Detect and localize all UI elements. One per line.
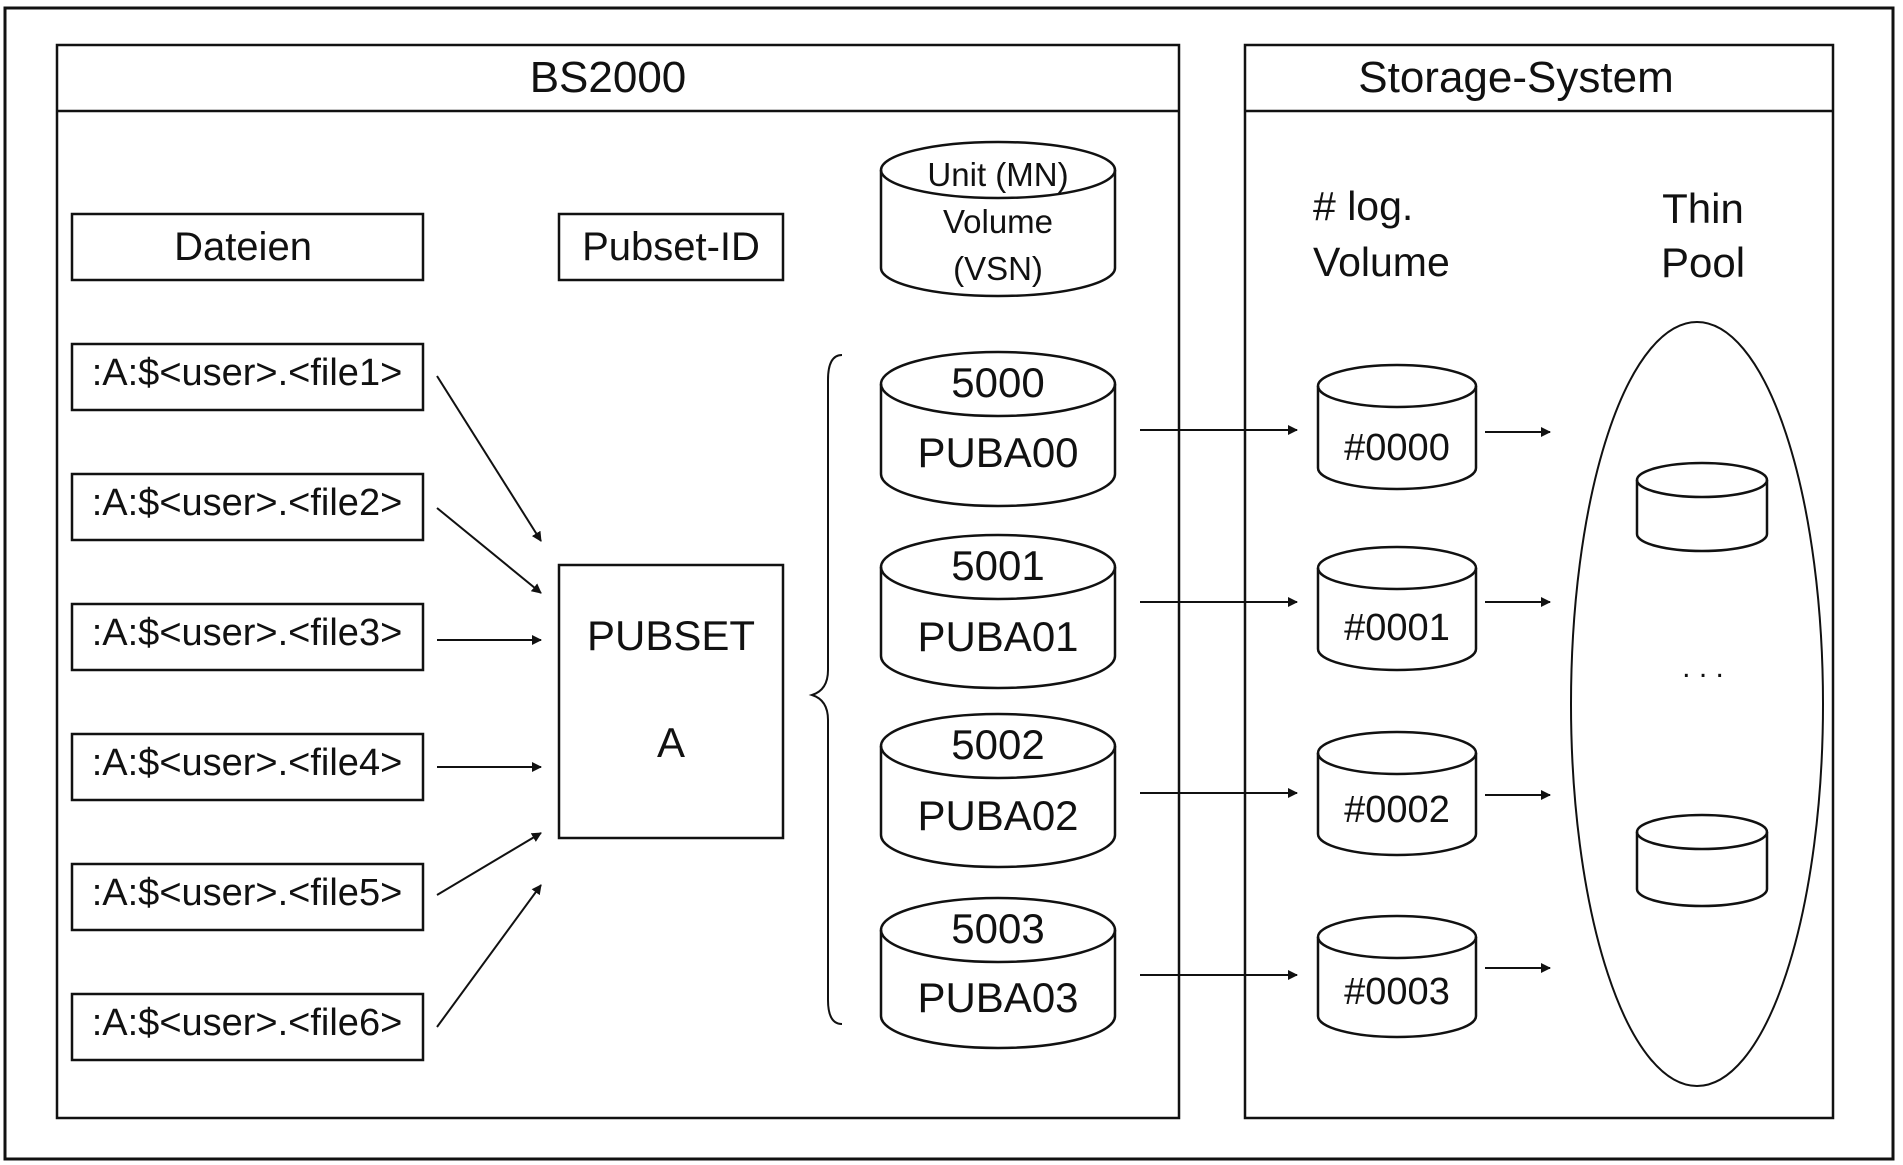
volume-unit: 5000 xyxy=(951,359,1044,406)
file-box xyxy=(70,602,425,672)
file-box xyxy=(70,472,425,542)
unit-header-line-3: (VSN) xyxy=(953,250,1043,287)
volume-vsn: PUBA01 xyxy=(917,613,1078,660)
file-label: :A:$<user>.<file4> xyxy=(92,742,403,784)
file-label: :A:$<user>.<file5> xyxy=(92,872,403,914)
file-label: :A:$<user>.<file1> xyxy=(92,352,403,394)
volume-vsn: PUBA03 xyxy=(917,974,1078,1021)
file-box xyxy=(70,342,425,412)
arrow xyxy=(436,884,542,1028)
outer-frame xyxy=(3,6,1895,1161)
pool-ellipsis: . . . xyxy=(1682,651,1724,684)
file-label: :A:$<user>.<file2> xyxy=(92,482,403,524)
logical-volume-label: #0003 xyxy=(1344,971,1450,1013)
volume-cylinder: 5001 PUBA01 xyxy=(879,533,1117,690)
pubset-label-line-2: A xyxy=(657,719,685,766)
pubset-box: PUBSET A xyxy=(557,563,785,840)
thin-pool-header-line-1: Thin xyxy=(1662,185,1744,232)
file-label: :A:$<user>.<file6> xyxy=(92,1002,403,1044)
logical-volume-label: #0002 xyxy=(1344,789,1450,831)
files-header: Dateien xyxy=(174,225,312,269)
bs2000-panel: BS2000 Dateien Pubset-ID Unit (MN) Volum… xyxy=(55,43,1181,1120)
volume-unit: 5002 xyxy=(951,721,1044,768)
pubset-id-header: Pubset-ID xyxy=(582,225,760,269)
file-box xyxy=(70,862,425,932)
files-header-box xyxy=(70,212,425,282)
logical-volume-cylinder: #0003 xyxy=(1316,914,1478,1039)
volume-unit: 5001 xyxy=(951,542,1044,589)
bs2000-title: BS2000 xyxy=(530,53,687,102)
logical-volume-label: #0000 xyxy=(1344,427,1450,469)
arrow xyxy=(436,375,542,542)
file-list: :A:$<user>.<file1> :A:$<user>.<file2> :A… xyxy=(70,342,425,1062)
logical-volume-cylinder: #0002 xyxy=(1316,730,1478,857)
file-box xyxy=(70,732,425,802)
pubset-label-line-1: PUBSET xyxy=(587,612,755,659)
volume-cylinder: 5003 PUBA03 xyxy=(879,896,1117,1050)
volume-cylinder: 5000 PUBA00 xyxy=(879,350,1117,508)
logical-to-pool-arrows xyxy=(1485,427,1551,973)
arrow xyxy=(436,507,542,594)
pool-disk xyxy=(1635,461,1769,553)
file-to-pubset-arrows xyxy=(436,375,542,1028)
thin-pool-ellipse xyxy=(1570,321,1824,1087)
thin-pool-header-line-2: Pool xyxy=(1661,239,1745,286)
logical-volume-cylinder: #0001 xyxy=(1316,545,1478,672)
log-volume-header-line-2: Volume xyxy=(1313,239,1450,285)
storage-system-panel: Storage-System # log. Volume Thin Pool #… xyxy=(1243,43,1835,1120)
unit-header-line-1: Unit (MN) xyxy=(927,156,1068,193)
logical-volume-cylinder: #0000 xyxy=(1316,363,1478,491)
volume-cylinder: 5002 PUBA02 xyxy=(879,712,1117,869)
pool-disk xyxy=(1635,813,1769,908)
logical-volume-label: #0001 xyxy=(1344,607,1450,649)
file-label: :A:$<user>.<file3> xyxy=(92,612,403,654)
unit-header-line-2: Volume xyxy=(943,203,1053,240)
volume-group-brace xyxy=(808,354,843,1025)
arrow xyxy=(436,832,542,896)
volume-unit: 5003 xyxy=(951,905,1044,952)
log-volume-header-line-1: # log. xyxy=(1313,183,1413,229)
unit-volume-header: Unit (MN) Volume (VSN) xyxy=(879,140,1117,298)
volume-to-logical-arrows xyxy=(1140,425,1298,980)
file-box xyxy=(70,992,425,1062)
storage-title: Storage-System xyxy=(1358,53,1673,102)
pubset-id-header-box xyxy=(557,212,785,282)
volume-vsn: PUBA00 xyxy=(917,429,1078,476)
volume-vsn: PUBA02 xyxy=(917,792,1078,839)
